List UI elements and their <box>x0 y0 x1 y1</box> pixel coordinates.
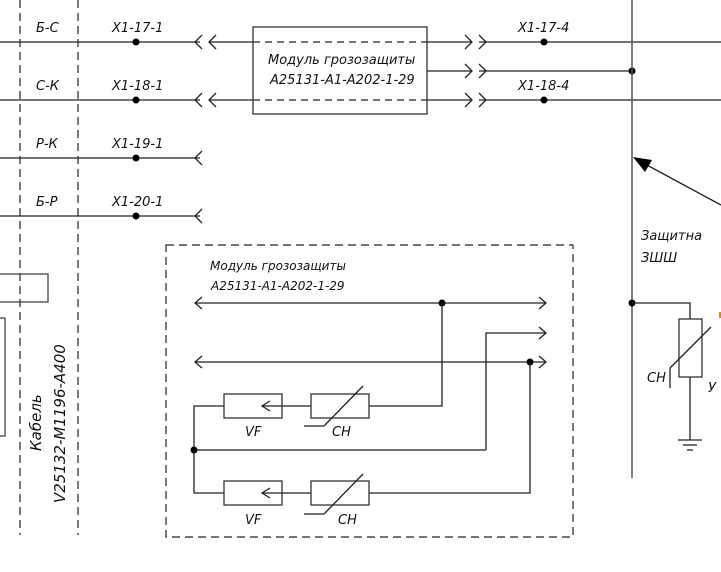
ch-label-lower: CH <box>338 513 357 528</box>
accent-mark <box>719 312 721 318</box>
surge-module-title: Модуль грозозащиты <box>268 53 415 68</box>
ch-label-upper: CH <box>332 425 351 440</box>
module-detail-frame <box>165 244 574 538</box>
node-dot <box>132 212 140 220</box>
right-varistor <box>628 299 712 451</box>
node-dot <box>132 38 140 46</box>
surge-module-box <box>252 26 428 115</box>
left-box-upper <box>0 273 49 303</box>
wire-row-ground <box>427 63 636 79</box>
node-dot <box>540 38 548 46</box>
wire-row-3 <box>0 150 203 166</box>
wire-row-1 <box>0 34 721 50</box>
terminal-x1-18-1: X1-18-1 <box>111 79 163 94</box>
varistor-ch-upper <box>304 385 370 427</box>
surge-module-code: A25131-A1-A202-1-29 <box>269 73 415 88</box>
module-detail-wiring <box>190 296 547 494</box>
right-varistor-label: CH <box>647 371 666 386</box>
left-box-lower <box>0 317 6 437</box>
wire-row-2 <box>0 92 721 108</box>
varistor-ch-lower <box>304 473 370 515</box>
module-detail-code: A25131-A1-A202-1-29 <box>210 279 345 293</box>
node-dot <box>132 154 140 162</box>
wire-label-rk: Р-К <box>36 137 59 152</box>
node-dot <box>132 96 140 104</box>
cable-code: V25132-M1196-A400 <box>51 344 69 503</box>
wire-label-br: Б-Р <box>36 195 58 210</box>
terminal-x1-18-4: X1-18-4 <box>517 79 569 94</box>
wire-label-sk: С-К <box>36 79 60 94</box>
vf-label-upper: VF <box>245 425 262 440</box>
vf-label-lower: VF <box>245 513 262 528</box>
terminal-x1-19-1: X1-19-1 <box>111 137 163 152</box>
ground-bus-label: Защитна <box>641 229 702 244</box>
module-detail-title: Модуль грозозащиты <box>210 259 346 273</box>
spark-gap-vf-upper <box>223 393 283 419</box>
terminal-x1-17-4: X1-17-4 <box>517 21 569 36</box>
cable-label: Кабель <box>27 394 45 451</box>
terminal-x1-20-1: X1-20-1 <box>111 195 163 210</box>
ground-bus-code: ЗШШ <box>641 251 677 266</box>
leader-arrow <box>633 157 721 206</box>
wire-row-4 <box>0 208 203 224</box>
terminal-x1-17-1: X1-17-1 <box>111 21 163 36</box>
spark-gap-vf-lower <box>223 480 283 506</box>
right-partial-label: У <box>708 381 717 396</box>
node-dot <box>540 96 548 104</box>
wire-label-bs: Б-С <box>36 21 60 36</box>
